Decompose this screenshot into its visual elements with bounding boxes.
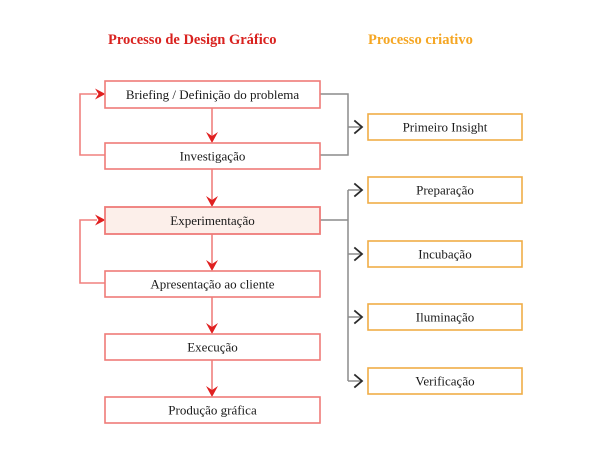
box-apresentacao-ao-cliente[interactable]: Apresentação ao cliente	[104, 270, 321, 298]
feedback-loop-apresentacao-to-experimentacao	[79, 214, 106, 284]
box-preparacao[interactable]: Preparação	[367, 176, 523, 204]
arrow-experimentacao-to-apresentacao	[206, 234, 218, 271]
feedback-loop-investigacao-to-briefing	[79, 88, 106, 156]
branch-to-creative-steps	[320, 182, 364, 389]
arrow-briefing-to-investigacao	[206, 108, 218, 143]
right-column-title: Processo criativo	[368, 32, 473, 48]
box-investigacao[interactable]: Investigação	[104, 142, 321, 170]
branch-to-primeiro-insight	[320, 93, 364, 156]
box-label: Incubação	[418, 247, 471, 262]
box-label: Execução	[187, 340, 238, 355]
box-label: Apresentação ao cliente	[150, 277, 274, 292]
box-label: Produção gráfica	[168, 403, 257, 418]
box-briefing[interactable]: Briefing / Definição do problema	[104, 80, 321, 109]
box-label: Iluminação	[416, 310, 474, 325]
box-iluminacao[interactable]: Iluminação	[367, 303, 523, 331]
box-primeiro-insight[interactable]: Primeiro Insight	[367, 113, 523, 141]
box-label: Verificação	[415, 374, 474, 389]
box-label: Experimentação	[170, 213, 254, 228]
box-incubacao[interactable]: Incubação	[367, 240, 523, 268]
box-label: Briefing / Definição do problema	[126, 87, 300, 102]
box-label: Preparação	[416, 183, 474, 198]
arrow-apresentacao-to-execucao	[206, 297, 218, 334]
box-experimentacao[interactable]: Experimentação	[104, 206, 321, 235]
box-label: Investigação	[180, 149, 246, 164]
box-execucao[interactable]: Execução	[104, 333, 321, 361]
arrow-investigacao-to-experimentacao	[206, 169, 218, 207]
box-verificacao[interactable]: Verificação	[367, 367, 523, 395]
box-producao-grafica[interactable]: Produção gráfica	[104, 396, 321, 424]
arrow-execucao-to-producao	[206, 360, 218, 397]
box-label: Primeiro Insight	[403, 120, 488, 135]
left-column-title: Processo de Design Gráfico	[108, 32, 276, 48]
